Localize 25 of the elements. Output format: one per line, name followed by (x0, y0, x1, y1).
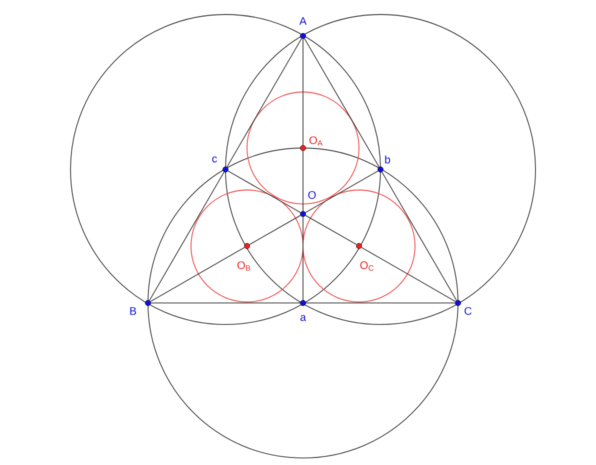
line-segment (150, 247, 245, 302)
point-label: A (299, 17, 307, 25)
line-segment (302, 216, 304, 300)
line-segment (382, 172, 457, 301)
line-segment (226, 38, 302, 168)
line-segment (302, 38, 304, 146)
line-segment (302, 150, 304, 212)
line-segment (306, 302, 456, 304)
point-label: C (464, 307, 472, 315)
line-segment (361, 247, 456, 302)
point-label: B (130, 307, 136, 315)
line-segment (150, 302, 300, 304)
point-label: O$_{A}$ (309, 136, 323, 146)
line-segment (304, 38, 380, 168)
line-segment (249, 215, 301, 245)
line-segment (305, 170, 378, 213)
point-label: c (212, 156, 217, 162)
line-segment (228, 170, 301, 213)
point-label: a (300, 314, 306, 321)
point-label: O$_{C}$ (360, 261, 374, 271)
point-label: O$_{B}$ (237, 261, 250, 271)
point-label: O (308, 191, 316, 199)
line-segment (149, 172, 224, 301)
point-label: b (385, 155, 390, 164)
line-segment (305, 215, 357, 245)
